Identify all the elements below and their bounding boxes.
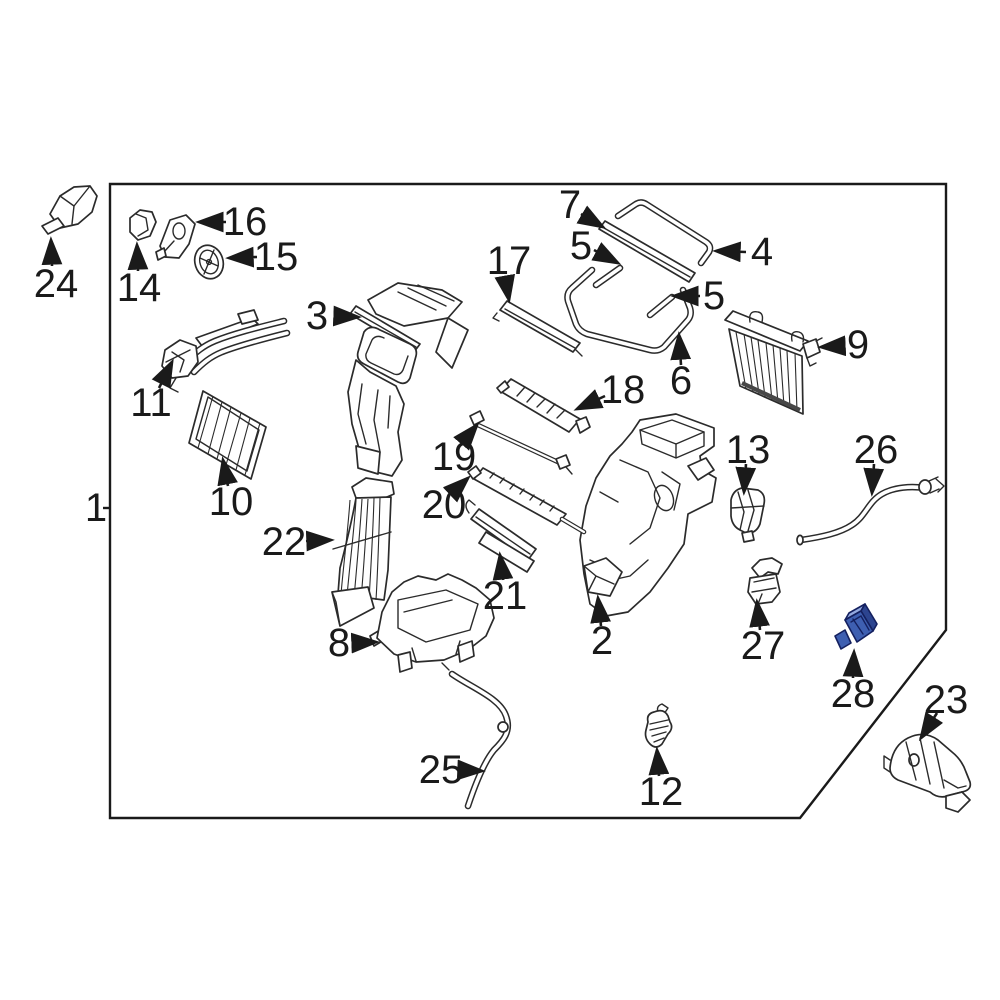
callout-arrow-28 bbox=[842, 648, 864, 679]
part-9-evaporator-core-drawing bbox=[724, 310, 823, 415]
callout-arrow-26 bbox=[863, 463, 885, 497]
callout-label-13: 13 bbox=[726, 428, 771, 472]
callout-arrow-6 bbox=[670, 331, 692, 366]
part-8-lower-case-drawing bbox=[369, 573, 495, 673]
part-14-clip-drawing bbox=[129, 209, 157, 241]
callout-label-11: 11 bbox=[130, 381, 172, 425]
callout-arrow-7 bbox=[576, 205, 607, 229]
part-22-duct-drawing bbox=[331, 477, 395, 627]
part-27-clip-drawing bbox=[747, 557, 783, 605]
callout-layer: 1234556789101112131415161718192021222324… bbox=[34, 183, 969, 814]
callout-label-7: 7 bbox=[559, 183, 581, 227]
callout-label-22: 22 bbox=[262, 520, 307, 564]
part-28-sensor-highlighted-drawing bbox=[834, 603, 878, 650]
callout-label-4: 4 bbox=[751, 230, 773, 274]
callout-label-20: 20 bbox=[422, 483, 467, 527]
callout-arrow-12 bbox=[648, 746, 670, 777]
part-10-heater-core-drawing bbox=[188, 390, 267, 480]
callout-label-14: 14 bbox=[117, 266, 162, 310]
callout-label-19: 19 bbox=[432, 435, 477, 479]
callout-label-5: 5 bbox=[703, 274, 725, 318]
callout-label-27: 27 bbox=[741, 624, 786, 668]
callout-arrow-10 bbox=[217, 456, 238, 487]
part-26-hose-drawing bbox=[796, 476, 945, 546]
callout-arrow-9 bbox=[817, 335, 847, 357]
callout-arrow-17 bbox=[494, 273, 516, 304]
callout-arrow-20 bbox=[442, 475, 471, 503]
callout-arrow-5 bbox=[591, 242, 622, 265]
callout-arrow-14 bbox=[127, 241, 149, 272]
callout-label-3: 3 bbox=[306, 294, 328, 338]
part-13-actuator-drawing bbox=[730, 487, 766, 543]
callout-label-18: 18 bbox=[601, 368, 646, 412]
callout-label-23: 23 bbox=[924, 678, 969, 722]
part-16-bracket-drawing bbox=[155, 214, 196, 261]
part-2-heater-case-drawing bbox=[579, 413, 717, 617]
callout-label-24: 24 bbox=[34, 262, 79, 306]
part-24-bracket-drawing bbox=[41, 185, 98, 235]
callout-arrow-8 bbox=[350, 632, 380, 654]
callout-label-6: 6 bbox=[670, 359, 692, 403]
callout-arrow-27 bbox=[749, 598, 770, 631]
callout-arrow-19 bbox=[453, 422, 480, 451]
part-17-seal-strip-drawing bbox=[492, 300, 583, 357]
callout-label-21: 21 bbox=[483, 574, 528, 618]
callout-arrow-21 bbox=[492, 551, 514, 581]
callout-arrow-4 bbox=[712, 241, 747, 263]
callout-arrow-23 bbox=[918, 711, 944, 742]
callout-arrow-18 bbox=[573, 389, 606, 411]
part-5-seal-strip-b-drawing bbox=[646, 293, 676, 319]
part-4-seal-drawing bbox=[614, 199, 714, 267]
callout-arrow-22 bbox=[305, 530, 335, 552]
callout-label-12: 12 bbox=[639, 770, 684, 814]
part-19-rod-drawing bbox=[469, 410, 573, 475]
part-5-seal-strip-a-drawing bbox=[592, 264, 624, 289]
part-20-damper-strip-drawing bbox=[467, 465, 587, 535]
callout-label-1: 1 bbox=[85, 486, 107, 530]
part-15-fan-disc-drawing bbox=[193, 244, 225, 280]
callout-label-17: 17 bbox=[487, 239, 532, 283]
callout-label-15: 15 bbox=[254, 235, 299, 279]
callout-label-28: 28 bbox=[831, 672, 876, 716]
part-6-seal-drawing bbox=[564, 266, 694, 354]
callout-arrow-15 bbox=[225, 246, 258, 268]
callout-label-8: 8 bbox=[328, 621, 350, 665]
callout-arrow-25 bbox=[456, 759, 486, 781]
callout-arrow-13 bbox=[735, 463, 757, 496]
diagram-border-plate bbox=[108, 182, 948, 820]
part-11-heater-pipes-drawing bbox=[161, 309, 291, 393]
callout-label-5: 5 bbox=[570, 224, 592, 268]
callout-arrow-3 bbox=[332, 305, 362, 327]
callout-label-9: 9 bbox=[847, 323, 869, 367]
callout-label-16: 16 bbox=[223, 200, 268, 244]
callout-label-25: 25 bbox=[419, 748, 464, 792]
part-12-grommet-drawing bbox=[644, 703, 673, 748]
callout-label-10: 10 bbox=[209, 480, 254, 524]
callout-arrow-11 bbox=[151, 358, 174, 389]
callout-label-2: 2 bbox=[591, 619, 613, 663]
part-3-upper-case-drawing bbox=[347, 282, 469, 477]
callout-label-26: 26 bbox=[854, 428, 899, 472]
part-18-damper-door-drawing bbox=[496, 378, 591, 434]
callout-arrow-24 bbox=[41, 236, 63, 267]
callout-arrow-2 bbox=[590, 594, 611, 627]
part-23-bracket-drawing bbox=[883, 733, 972, 813]
